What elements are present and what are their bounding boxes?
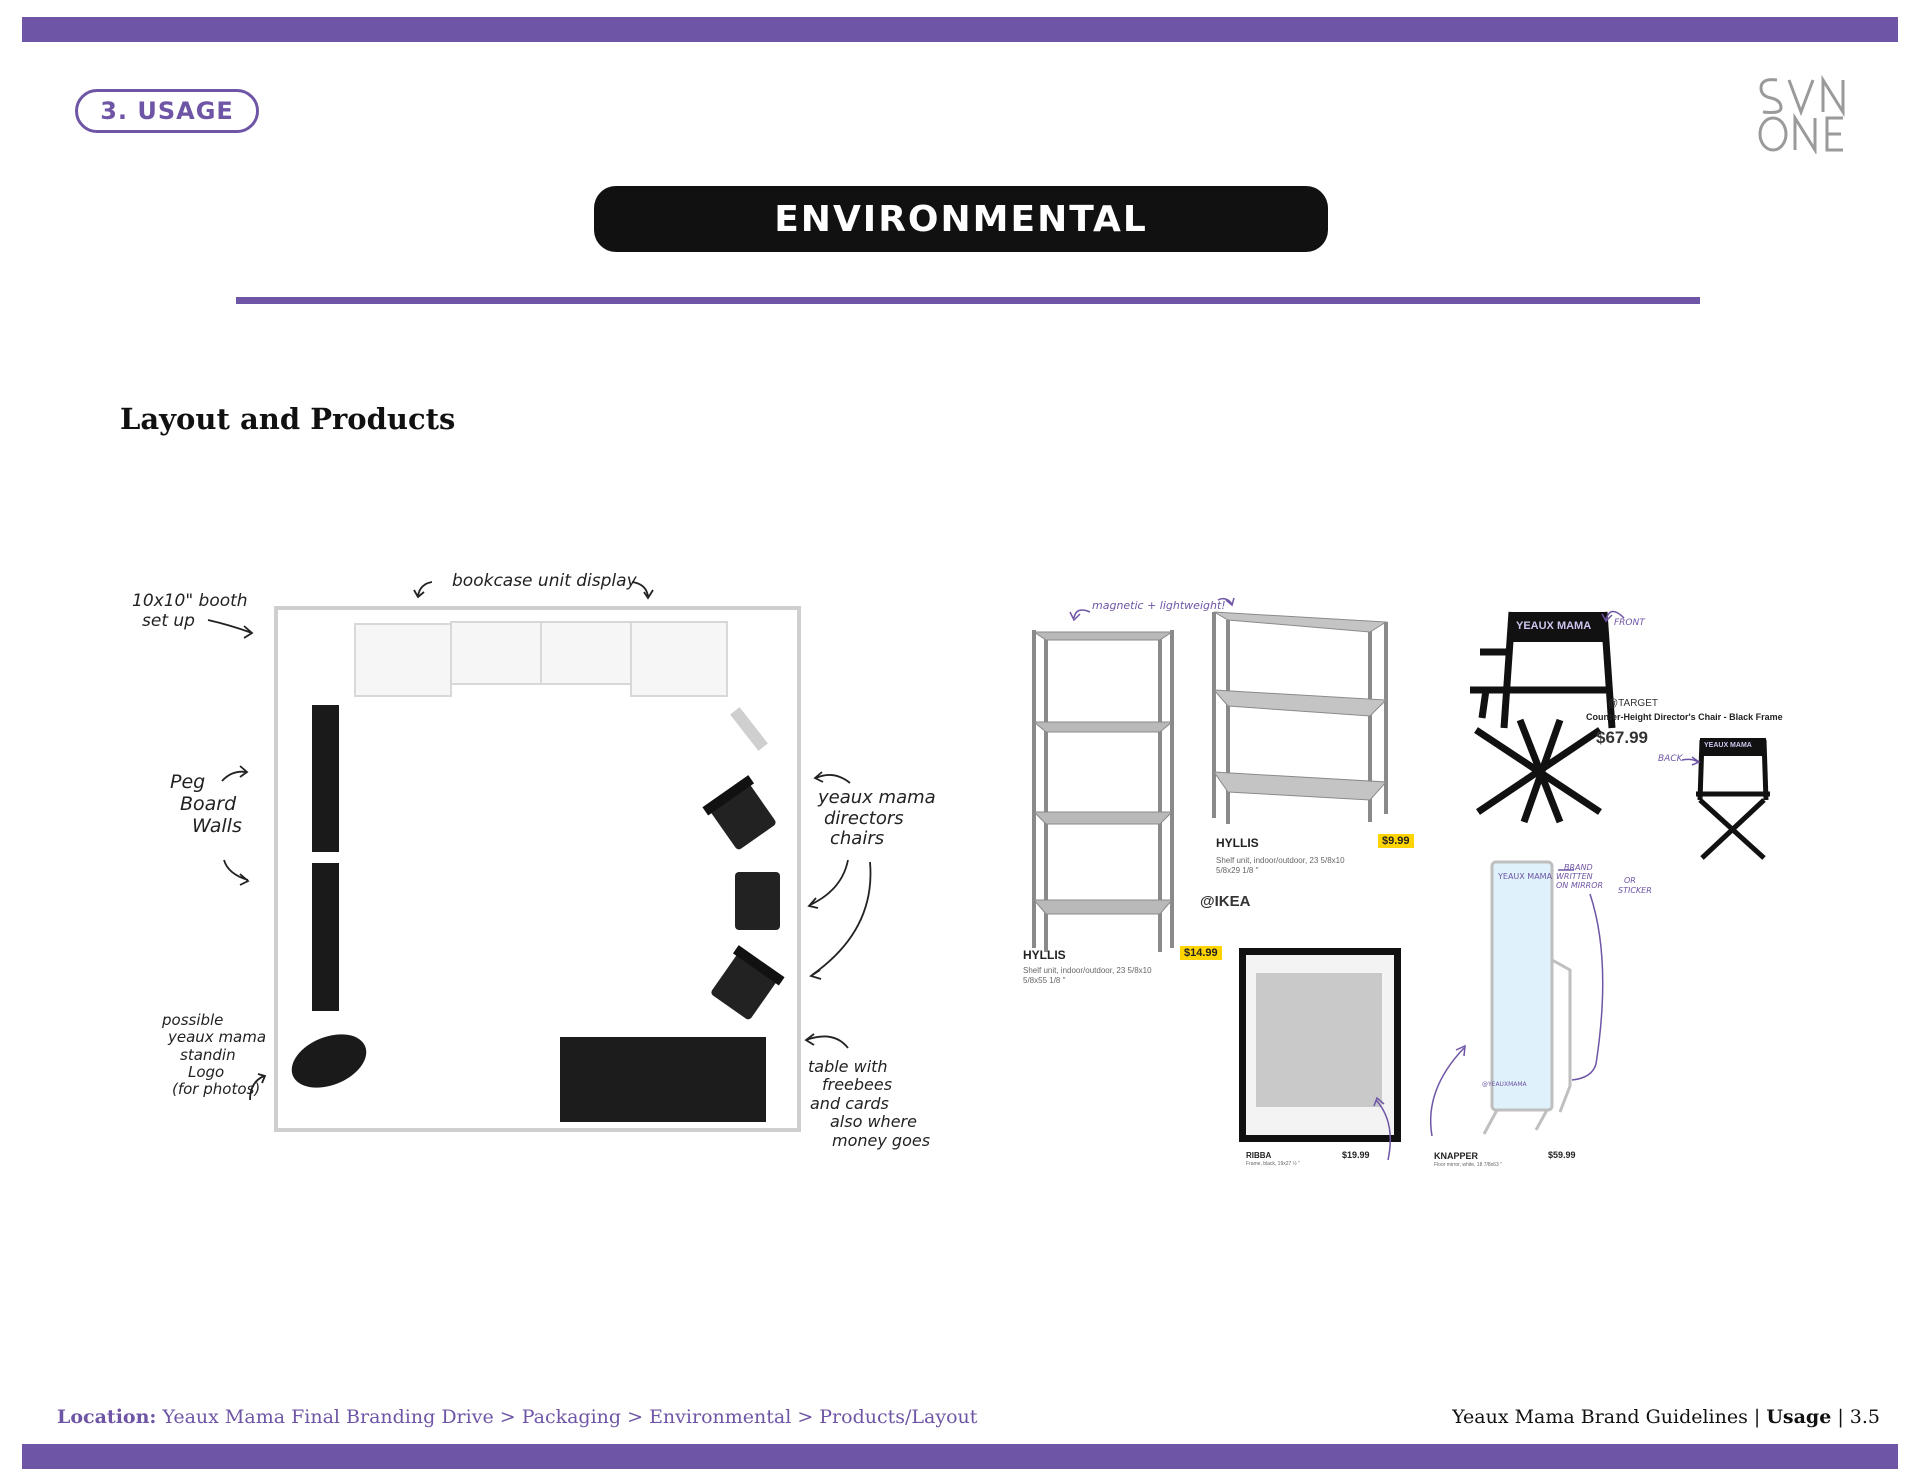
shelf-note: magnetic + lightweight! bbox=[1092, 599, 1226, 612]
hyllis-short-name: HYLLIS bbox=[1216, 836, 1259, 850]
knapper-price: $59.99 bbox=[1548, 1150, 1576, 1160]
knapper-mirror-image bbox=[1482, 860, 1572, 1135]
section-heading: Layout and Products bbox=[120, 402, 456, 436]
peg-board-wall-lower bbox=[312, 863, 339, 1011]
chair-product-title: Counter-Height Director's Chair - Black … bbox=[1586, 712, 1783, 722]
footer-page-number: | 3.5 bbox=[1831, 1406, 1880, 1428]
footer-location: Location: Yeaux Mama Final Branding Driv… bbox=[57, 1406, 977, 1428]
hyllis-tall-price: $14.99 bbox=[1180, 946, 1222, 960]
chair-back-note: BACK bbox=[1658, 754, 1683, 764]
bookcase-units bbox=[354, 621, 728, 697]
section-label-pill: 3. USAGE bbox=[75, 89, 259, 133]
mirror-bottom-text: @YEAUXMAMA bbox=[1482, 1081, 1527, 1088]
director-chairs bbox=[702, 775, 785, 1020]
hyllis-short-price: $9.99 bbox=[1378, 834, 1414, 848]
ribba-desc: Frame, black, 19x27 ½ " bbox=[1246, 1161, 1301, 1167]
page-title: ENVIRONMENTAL bbox=[594, 186, 1328, 252]
director-chair-front-image bbox=[1470, 611, 1616, 824]
sketch-arrows bbox=[207, 581, 872, 1101]
hyllis-short-shelf-boards bbox=[1212, 611, 1388, 801]
freebies-table bbox=[560, 1037, 766, 1122]
footer-doc-info: Yeaux Mama Brand Guidelines | Usage | 3.… bbox=[1452, 1406, 1880, 1428]
ikea-label: @IKEA bbox=[1200, 893, 1251, 910]
chair-price: $67.99 bbox=[1596, 728, 1648, 747]
ribba-frame-image bbox=[1239, 948, 1401, 1142]
ribba-name: RIBBA bbox=[1246, 1151, 1272, 1160]
director-chair-back-image bbox=[1696, 738, 1770, 860]
chair-back-print: YEAUX MAMA bbox=[1704, 742, 1752, 749]
booth-outline bbox=[274, 606, 801, 1132]
chair-front-note: FRONT bbox=[1614, 618, 1645, 628]
top-accent-bar bbox=[22, 17, 1898, 42]
footer-location-label: Location: bbox=[57, 1406, 157, 1428]
hyllis-tall-shelf-image bbox=[1032, 630, 1174, 952]
target-label: @TARGET bbox=[1608, 698, 1658, 709]
chair-front-print: YEAUX MAMA bbox=[1516, 620, 1592, 632]
svn-one-logo bbox=[1758, 74, 1845, 154]
knapper-desc: Floor mirror, white, 18 7/8x63 " bbox=[1434, 1162, 1502, 1168]
footer-location-path: Yeaux Mama Final Branding Drive > Packag… bbox=[162, 1406, 978, 1428]
peg-board-wall-upper bbox=[312, 705, 339, 852]
hyllis-tall-shelf-boards bbox=[1032, 631, 1174, 915]
hyllis-tall-name: HYLLIS bbox=[1023, 948, 1066, 962]
bookcase-note: bookcase unit display bbox=[452, 571, 637, 591]
mirror-top-text: YEAUX MAMA bbox=[1498, 872, 1553, 881]
standin-logo-oval bbox=[291, 1034, 367, 1088]
title-underline-rule bbox=[236, 297, 1700, 304]
ribba-price: $19.99 bbox=[1342, 1150, 1370, 1160]
small-shelf-piece bbox=[730, 707, 768, 751]
knapper-name: KNAPPER bbox=[1434, 1151, 1479, 1161]
bottom-accent-bar bbox=[22, 1444, 1898, 1469]
footer-section: Usage bbox=[1766, 1406, 1832, 1428]
